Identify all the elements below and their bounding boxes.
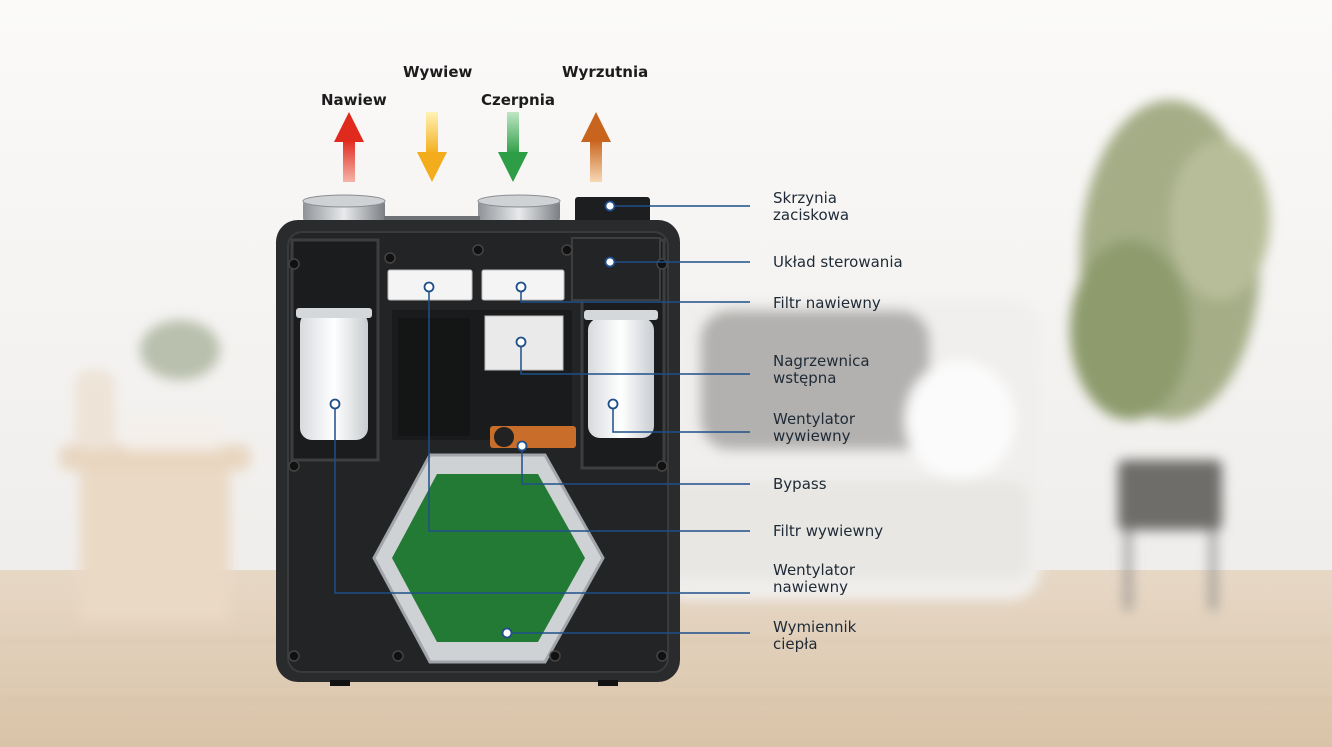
callout-extract-filter: Filtr wywiewny	[773, 522, 884, 540]
flow-label-wyrzutnia: Wyrzutnia	[562, 63, 649, 81]
callout-heat-exchanger: Wymiennik ciepła	[773, 618, 857, 653]
screws	[288, 244, 668, 662]
side-table	[60, 320, 250, 620]
callout-control-system: Układ sterowania	[773, 253, 903, 271]
arrow-down-icon	[417, 112, 447, 182]
plant	[1070, 100, 1270, 610]
duct-spigot-center	[477, 194, 561, 222]
callout-extract-fan: Wentylator wywiewny	[773, 410, 856, 445]
arrow-up-icon	[581, 112, 611, 182]
callout-bypass: Bypass	[773, 475, 827, 493]
arrow-down-icon	[498, 112, 528, 182]
duct-spigot-left	[302, 194, 386, 222]
callout-terminal-box: Skrzynia zaciskowa	[773, 189, 850, 224]
flow-label-nawiew: Nawiew	[321, 91, 387, 109]
supply-fan	[300, 312, 368, 440]
callout-supply-fan: Wentylator nawiewny	[773, 561, 856, 596]
callout-markers	[329, 200, 619, 639]
flow-label-wywiew: Wywiew	[403, 63, 473, 81]
heat-exchanger	[392, 474, 585, 642]
extract-fan	[588, 318, 654, 438]
callout-supply-filter: Filtr nawiewny	[773, 294, 881, 312]
sofa	[660, 300, 1040, 600]
arrow-up-icon	[334, 112, 364, 182]
flow-label-czerpnia: Czerpnia	[481, 91, 555, 109]
callout-preheater: Nagrzewnica wstępna	[773, 352, 870, 387]
